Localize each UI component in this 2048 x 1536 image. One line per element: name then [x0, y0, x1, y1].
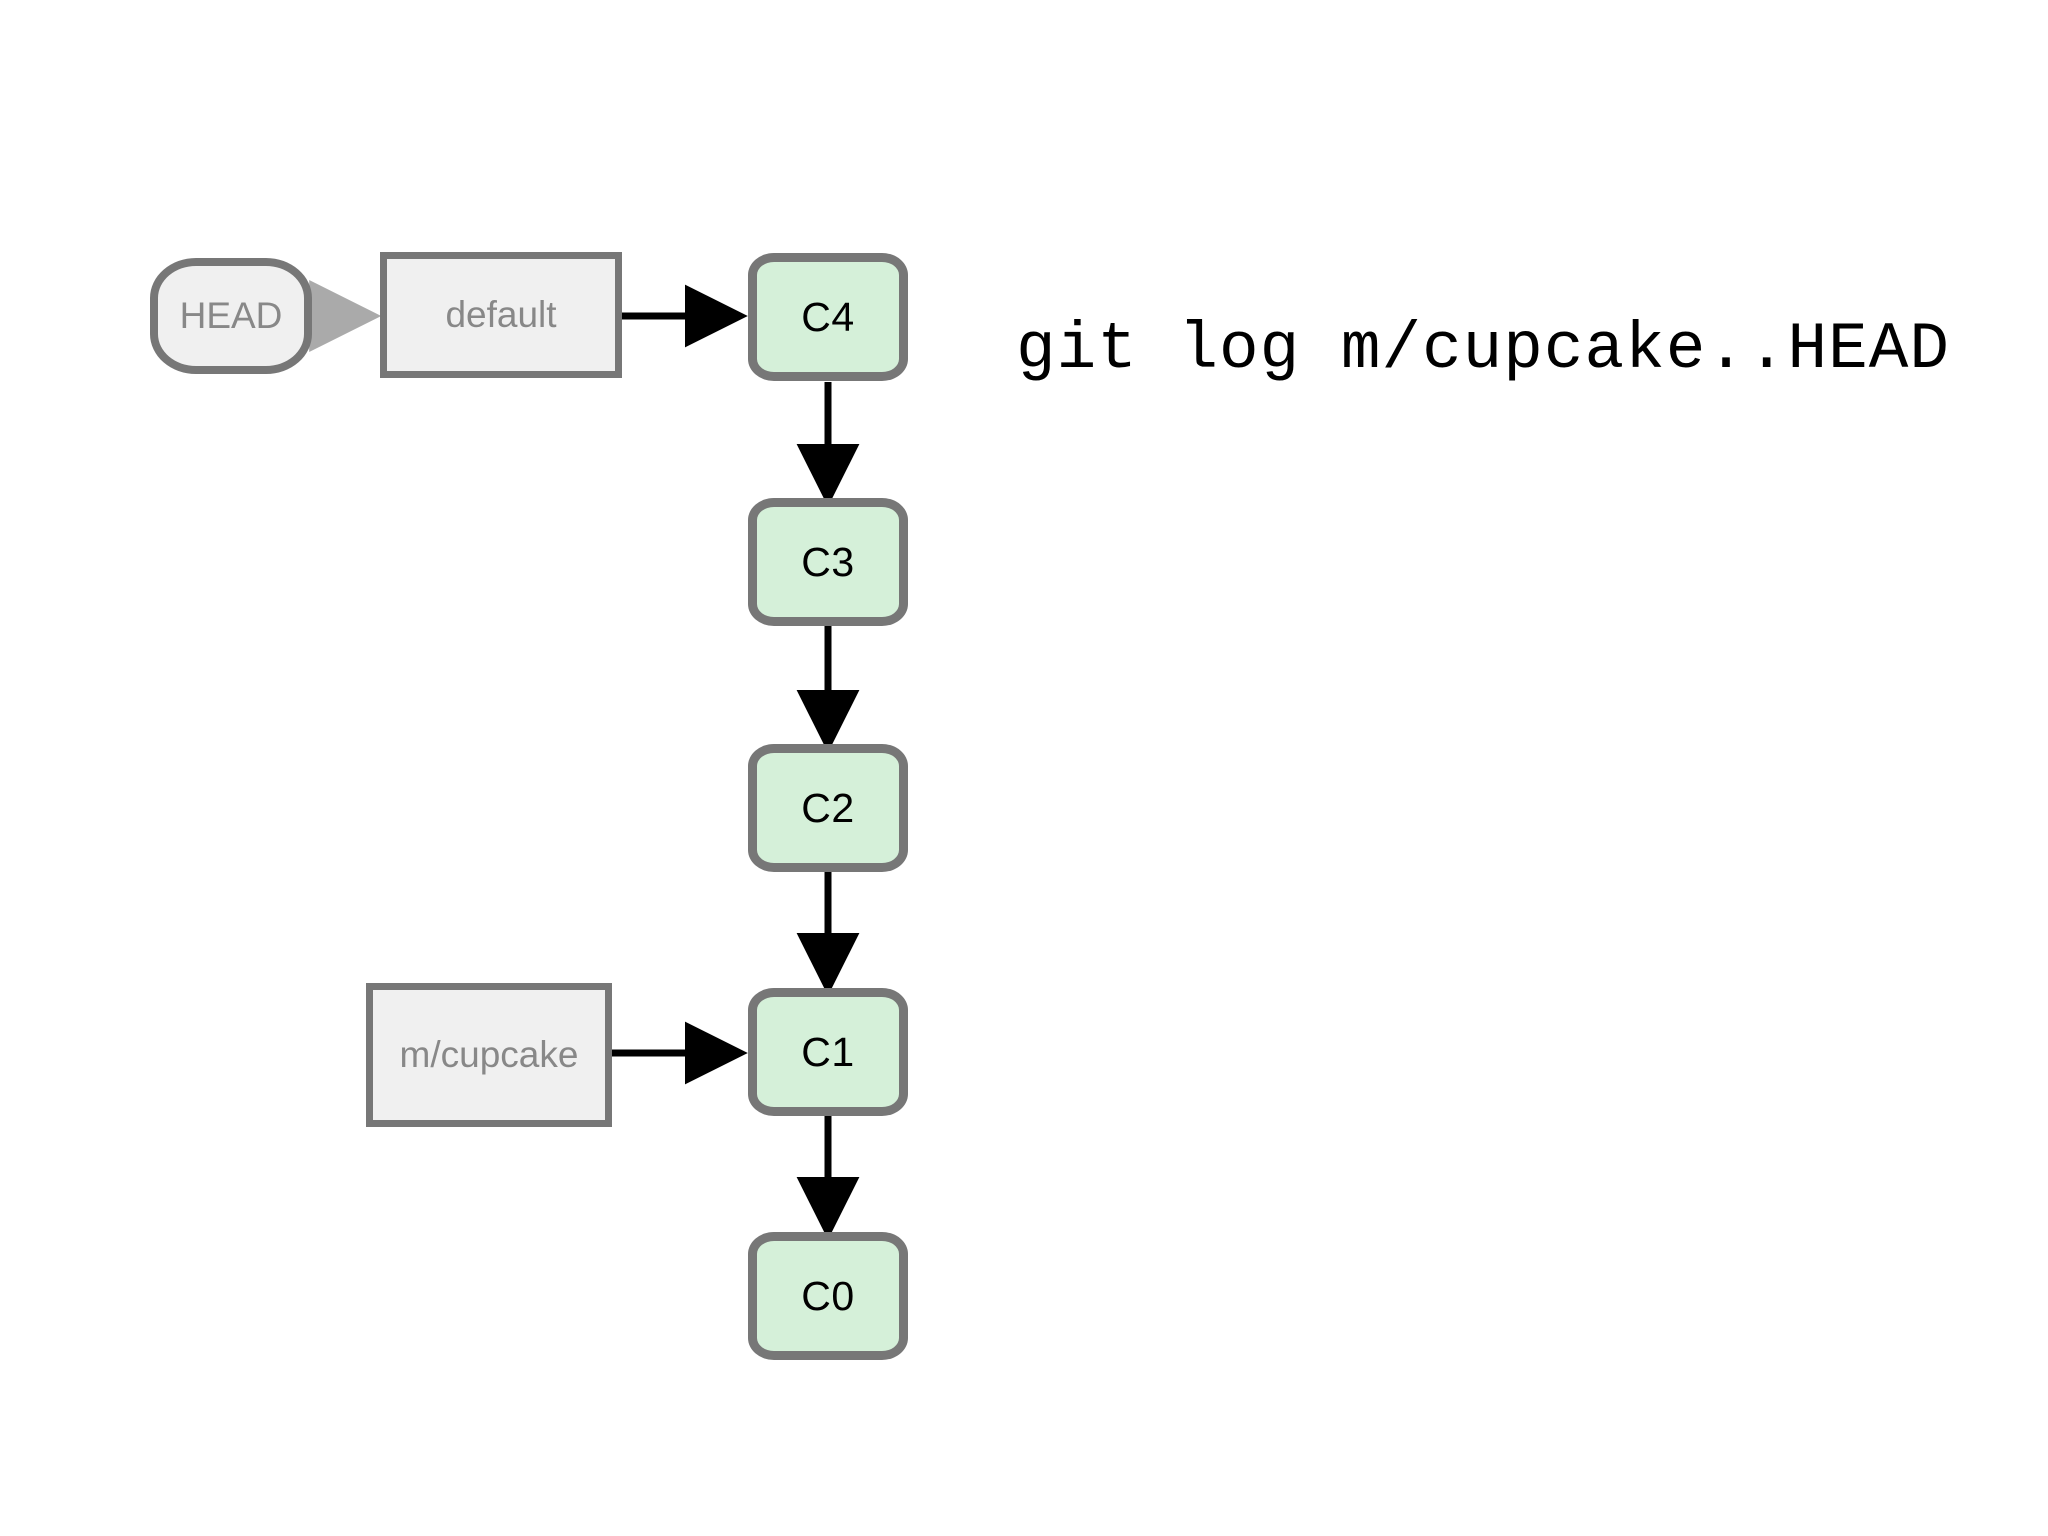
- commit-node-c2[interactable]: C2: [748, 744, 908, 872]
- commit-label-c0: C0: [801, 1272, 855, 1319]
- branch-label-default[interactable]: default: [380, 252, 622, 378]
- head-ref-label: HEAD: [179, 295, 283, 336]
- head-ref-pill[interactable]: HEAD: [150, 258, 312, 374]
- commit-node-c0[interactable]: C0: [748, 1232, 908, 1360]
- command-caption: git log m/cupcake..HEAD: [1016, 312, 1950, 387]
- commit-label-c2: C2: [801, 784, 855, 831]
- commit-label-c1: C1: [801, 1028, 855, 1075]
- commit-node-c3[interactable]: C3: [748, 498, 908, 626]
- commit-label-c3: C3: [801, 538, 855, 585]
- branch-label-m-cupcake-text: m/cupcake: [399, 1034, 579, 1075]
- commit-label-c4: C4: [801, 293, 855, 340]
- branch-label-default-text: default: [445, 294, 557, 335]
- branch-label-m-cupcake[interactable]: m/cupcake: [366, 983, 612, 1127]
- commit-node-c1[interactable]: C1: [748, 988, 908, 1116]
- commit-node-c4[interactable]: C4: [748, 253, 908, 381]
